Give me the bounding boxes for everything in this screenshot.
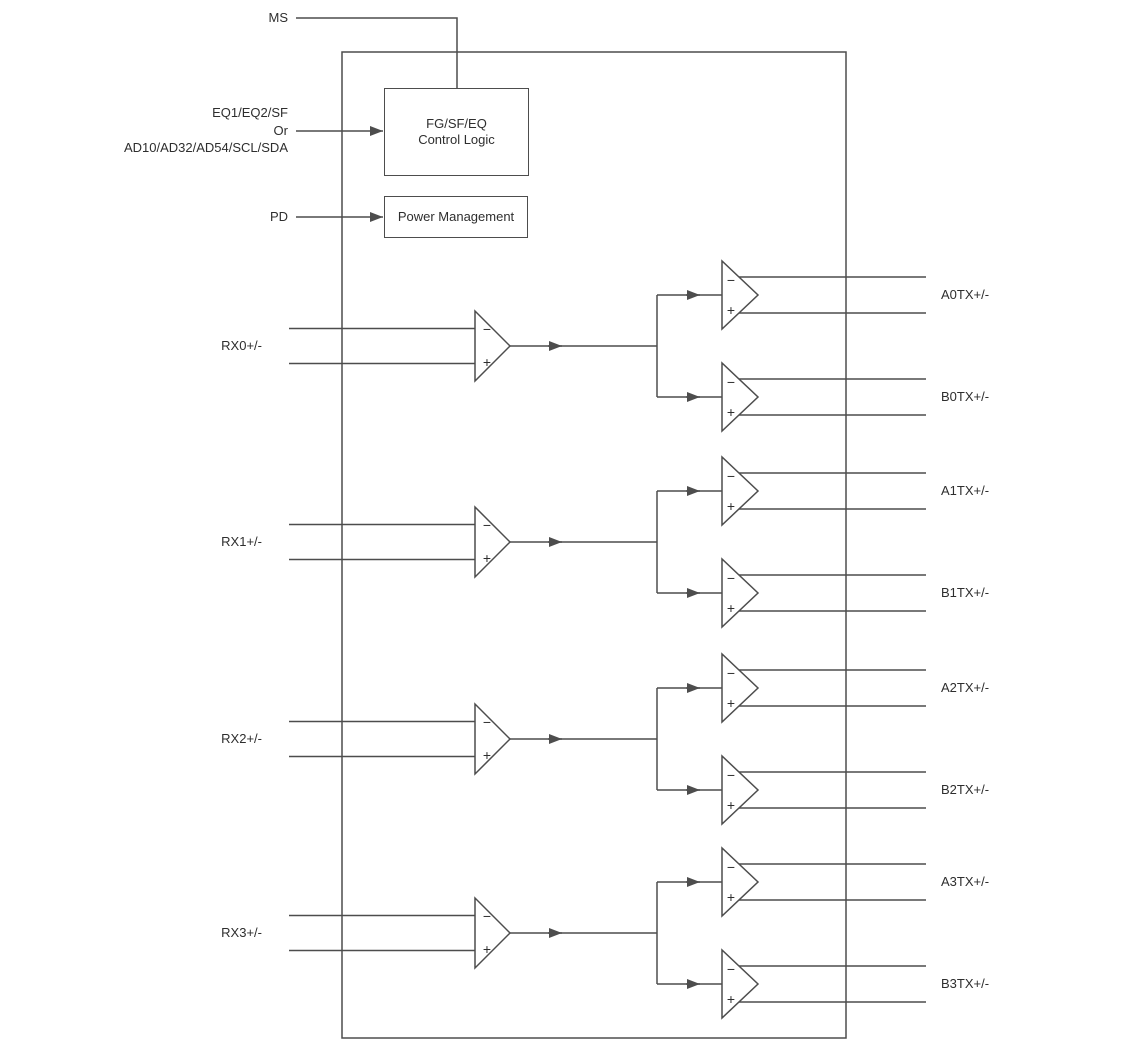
rx2-amp-minus-sign: − bbox=[482, 714, 492, 730]
rx1-label: RX1+/- bbox=[221, 534, 262, 549]
a3-buffer-plus-sign: + bbox=[726, 889, 736, 905]
b0-tx-label: B0TX+/- bbox=[941, 389, 990, 404]
channel-3-wiring bbox=[289, 846, 926, 1020]
eq-label-line3: AD10/AD32/AD54/SCL/SDA bbox=[123, 140, 288, 155]
rx0-amp-plus-sign: + bbox=[482, 354, 492, 370]
a2-tx-label: A2TX+/- bbox=[941, 680, 990, 695]
b1-tx-label: B1TX+/- bbox=[941, 585, 990, 600]
a0-buffer-minus-sign: − bbox=[726, 272, 736, 288]
ms-wire bbox=[296, 17, 458, 88]
power-management-label: Power Management bbox=[397, 209, 515, 224]
b0-buffer-minus-sign: − bbox=[726, 374, 736, 390]
a2-buffer-plus-sign: + bbox=[726, 695, 736, 711]
rx2-label: RX2+/- bbox=[221, 731, 262, 746]
rx1-amp-minus-sign: − bbox=[482, 517, 492, 533]
b2-tx-buffer-triangle bbox=[721, 754, 760, 826]
rx3-amp-triangle bbox=[474, 896, 512, 970]
control-logic-label-line2: Control Logic bbox=[418, 132, 495, 147]
a2-tx-buffer-triangle bbox=[721, 652, 760, 724]
a3-tx-label: A3TX+/- bbox=[941, 874, 990, 889]
rx1-amp-plus-sign: + bbox=[482, 550, 492, 566]
eq-label-line2: Or bbox=[273, 123, 288, 138]
a3-buffer-minus-sign: − bbox=[726, 859, 736, 875]
b1-buffer-plus-sign: + bbox=[726, 600, 736, 616]
a3-tx-buffer-triangle bbox=[721, 846, 760, 918]
a1-buffer-plus-sign: + bbox=[726, 498, 736, 514]
a2-buffer-minus-sign: − bbox=[726, 665, 736, 681]
b3-buffer-minus-sign: − bbox=[726, 961, 736, 977]
b0-buffer-plus-sign: + bbox=[726, 404, 736, 420]
a0-buffer-plus-sign: + bbox=[726, 302, 736, 318]
channel-1-wiring bbox=[289, 455, 926, 629]
rx1-amp-triangle bbox=[474, 505, 512, 579]
b1-buffer-minus-sign: − bbox=[726, 570, 736, 586]
control-logic-label-line1: FG/SF/EQ bbox=[426, 116, 487, 131]
power-management-block: Power Management bbox=[384, 196, 528, 238]
b1-tx-buffer-triangle bbox=[721, 557, 760, 629]
pd-label: PD bbox=[269, 209, 288, 224]
a1-tx-buffer-triangle bbox=[721, 455, 760, 527]
rx3-label: RX3+/- bbox=[221, 925, 262, 940]
rx2-amp-triangle bbox=[474, 702, 512, 776]
b2-buffer-minus-sign: − bbox=[726, 767, 736, 783]
rx0-amp-triangle bbox=[474, 309, 512, 383]
b3-tx-buffer-triangle bbox=[721, 948, 760, 1020]
a0-tx-label: A0TX+/- bbox=[941, 287, 990, 302]
a0-tx-buffer-triangle bbox=[721, 259, 760, 331]
chip-outline bbox=[341, 51, 847, 1039]
b2-tx-label: B2TX+/- bbox=[941, 782, 990, 797]
b3-tx-label: B3TX+/- bbox=[941, 976, 990, 991]
rx3-amp-minus-sign: − bbox=[482, 908, 492, 924]
b2-buffer-plus-sign: + bbox=[726, 797, 736, 813]
channel-0-wiring bbox=[289, 259, 926, 433]
a1-tx-label: A1TX+/- bbox=[941, 483, 990, 498]
eq-label-line1: EQ1/EQ2/SF bbox=[212, 105, 288, 120]
control-logic-block: FG/SF/EQ Control Logic bbox=[384, 88, 529, 176]
rx3-amp-plus-sign: + bbox=[482, 941, 492, 957]
b3-buffer-plus-sign: + bbox=[726, 991, 736, 1007]
ms-label: MS bbox=[268, 10, 289, 25]
b0-tx-buffer-triangle bbox=[721, 361, 760, 433]
rx0-label: RX0+/- bbox=[221, 338, 262, 353]
channel-2-wiring bbox=[289, 652, 926, 826]
rx0-amp-minus-sign: − bbox=[482, 321, 492, 337]
a1-buffer-minus-sign: − bbox=[726, 468, 736, 484]
rx2-amp-plus-sign: + bbox=[482, 747, 492, 763]
